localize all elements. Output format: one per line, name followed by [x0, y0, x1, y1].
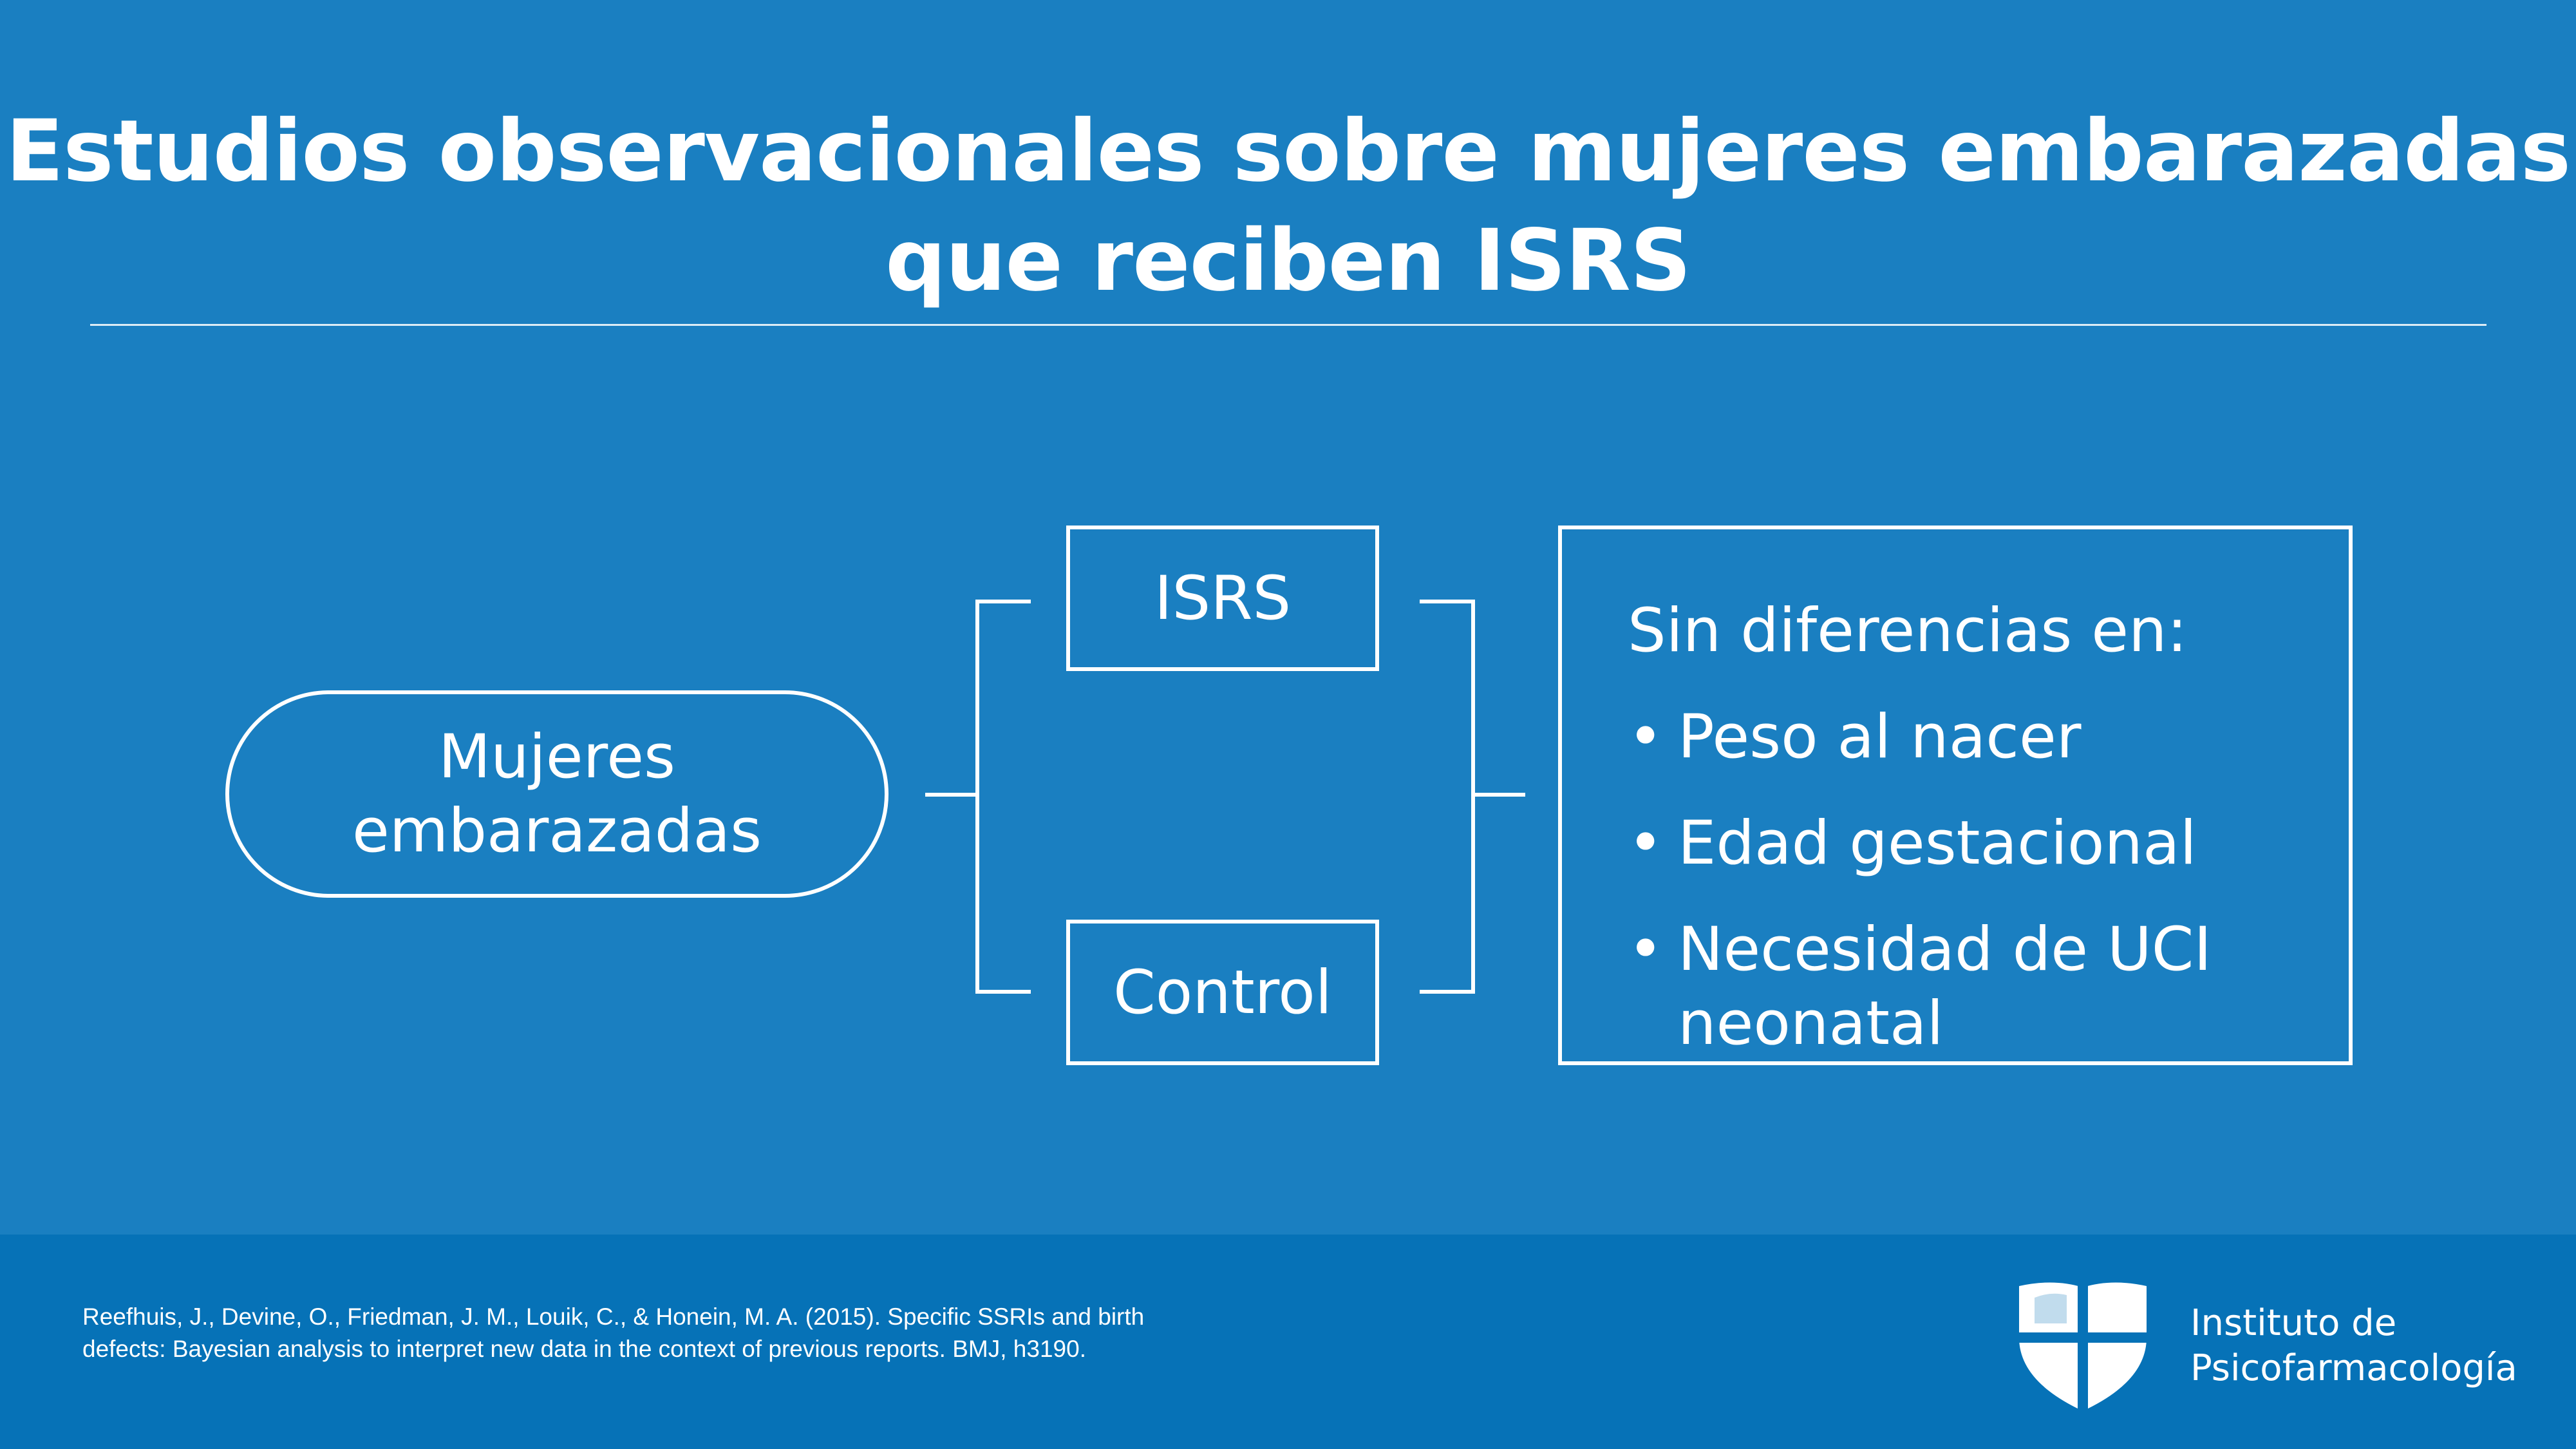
citation-line-1: Reefhuis, J., Devine, O., Friedman, J. M… [82, 1303, 1145, 1330]
page-title: Estudios observacionales sobre mujeres e… [0, 97, 2576, 316]
list-item: • Peso al nacer [1628, 700, 2349, 774]
group-label-control: Control [1113, 957, 1332, 1028]
group-box-control: Control [1066, 920, 1379, 1065]
bullet-icon: • [1628, 914, 1664, 985]
result-heading: Sin diferencias en: [1628, 596, 2188, 666]
title-divider [90, 324, 2487, 326]
connector-right-bracket [1420, 600, 1475, 994]
citation: Reefhuis, J., Devine, O., Friedman, J. M… [82, 1301, 1216, 1365]
logo-line-2: Psicofarmacología [2190, 1347, 2517, 1389]
group-box-isrs: ISRS [1066, 526, 1379, 671]
result-list: • Peso al nacer • Edad gestacional • Nec… [1628, 700, 2349, 1061]
title-line-1: Estudios observacionales sobre mujeres e… [5, 102, 2571, 201]
list-item-line-1: Necesidad de UCI [1678, 914, 2212, 985]
group-label-isrs: ISRS [1154, 563, 1292, 634]
citation-line-2: defects: Bayesian analysis to interpret … [82, 1336, 1086, 1362]
logo-line-1: Instituto de [2190, 1302, 2397, 1344]
list-item-line-1: Peso al nacer [1678, 702, 2082, 772]
list-item: • Edad gestacional [1628, 806, 2349, 880]
list-item-line-1: Edad gestacional [1678, 808, 2197, 878]
population-line-2: embarazadas [352, 796, 762, 866]
bullet-icon: • [1628, 702, 1664, 772]
list-item: • Necesidad de UCI neonatal [1628, 913, 2349, 1061]
diagram-connectors [925, 600, 1525, 994]
list-item-line-2: neonatal [1678, 989, 1944, 1059]
result-box: Sin diferencias en: • Peso al nacer • Ed… [1558, 526, 2353, 1065]
title-line-2: que reciben ISRS [885, 211, 1691, 310]
logo-wordmark: Instituto de Psicofarmacología [2190, 1301, 2517, 1391]
population-pill: Mujeres embarazadas [225, 690, 888, 898]
connector-left-bracket [975, 600, 1031, 994]
shield-cross-icon [2015, 1282, 2150, 1412]
bullet-icon: • [1628, 808, 1664, 878]
population-line-1: Mujeres [438, 722, 675, 792]
